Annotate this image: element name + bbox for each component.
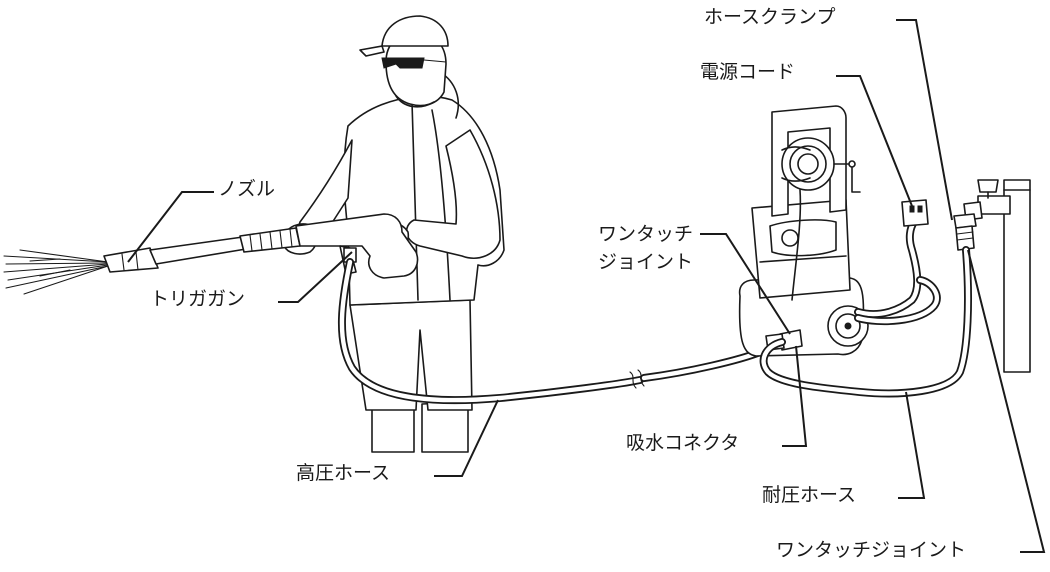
- trigger-gun-assembly: [103, 213, 419, 279]
- label-one-touch-joint-line2: ジョイント: [598, 251, 694, 273]
- label-pressure-resistant-hose: 耐圧ホース: [762, 484, 857, 506]
- label-high-pressure-hose: 高圧ホース: [296, 462, 391, 484]
- label-hose-clamp: ホースクランプ: [704, 6, 836, 28]
- faucet-post: [953, 179, 1031, 373]
- pressure-washer-unit: [738, 105, 869, 357]
- label-trigger-gun: トリガガン: [150, 288, 246, 310]
- label-suction-connector: 吸水コネクタ: [626, 432, 740, 454]
- label-one-touch-joint-bottom: ワンタッチジョイント: [776, 539, 967, 561]
- label-power-cord: 電源コード: [700, 61, 796, 83]
- water-spray: [3, 249, 109, 295]
- label-one-touch-joint: ワンタッチ ジョイント: [598, 220, 693, 276]
- leader-lines: [127, 19, 1046, 553]
- label-nozzle: ノズル: [218, 178, 276, 200]
- label-one-touch-joint-line1: ワンタッチ: [598, 223, 694, 245]
- pressure-resistant-hose: [759, 246, 972, 398]
- power-cord: [854, 199, 941, 326]
